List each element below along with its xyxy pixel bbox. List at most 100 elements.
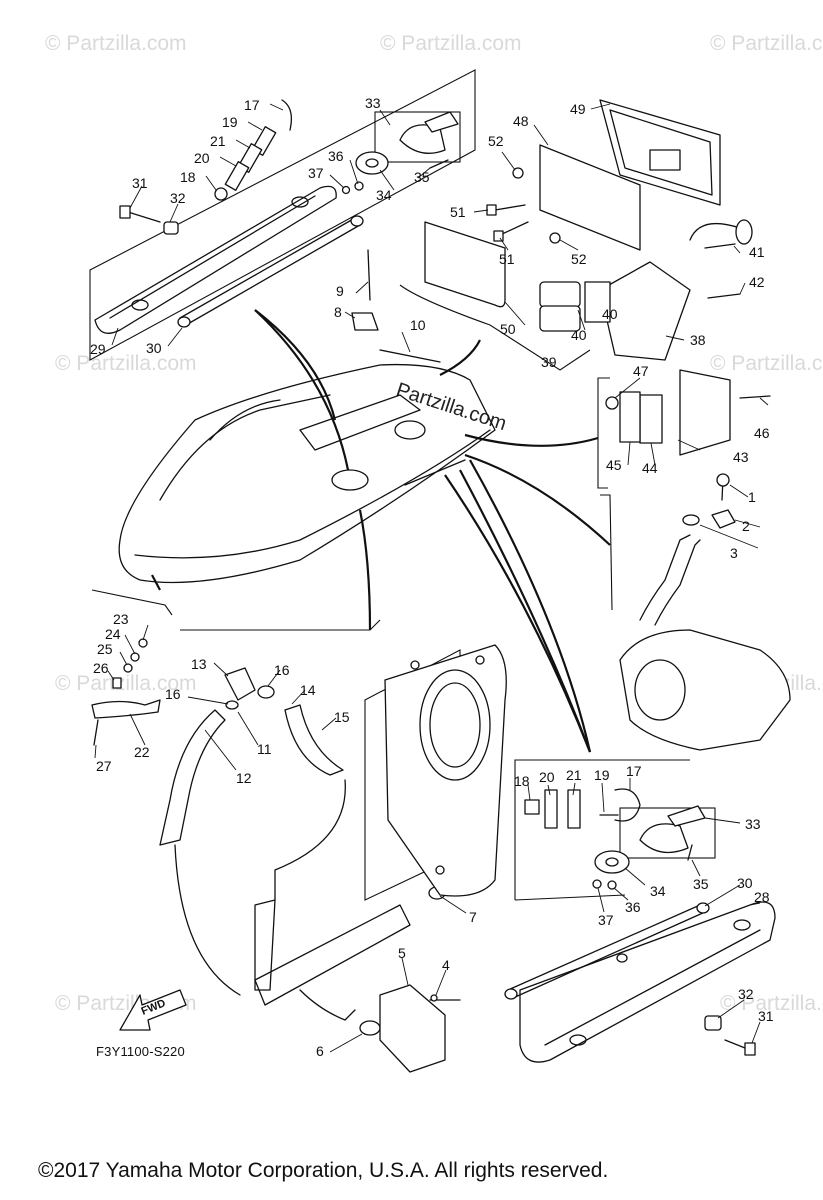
- rail-detail: [544, 929, 761, 1046]
- leader: [729, 484, 749, 498]
- callout-49: 49: [570, 101, 586, 117]
- leader: [704, 817, 741, 824]
- watermark: © Partzilla.com: [710, 32, 823, 55]
- callout-31: 31: [132, 175, 148, 191]
- callout-19: 19: [222, 114, 238, 130]
- leader: [291, 689, 306, 705]
- leader: [213, 662, 229, 677]
- callout-2: 2: [742, 518, 750, 534]
- leader: [650, 442, 656, 466]
- sensor-tip: [430, 994, 438, 1002]
- leader: [379, 109, 391, 126]
- plate: [544, 789, 558, 829]
- callout-47: 47: [633, 363, 649, 379]
- rod-collar: [616, 953, 628, 963]
- watercraft-hull: [118, 363, 496, 584]
- arrow: [459, 469, 592, 753]
- callout-8: 8: [334, 304, 342, 320]
- callout-35: 35: [693, 876, 709, 892]
- callout-6: 6: [316, 1043, 324, 1059]
- callout-7: 7: [469, 909, 477, 925]
- callout-12: 12: [236, 770, 252, 786]
- housing-hole: [475, 655, 485, 665]
- washer: [123, 663, 133, 673]
- callout-48: 48: [513, 113, 529, 129]
- arrow: [439, 339, 481, 376]
- cleat-lever: [424, 111, 459, 133]
- leader: [379, 169, 395, 191]
- pump-inlet: [634, 659, 686, 721]
- callout-10: 10: [410, 317, 426, 333]
- clamp: [257, 685, 275, 699]
- callout-40: 40: [571, 327, 587, 343]
- leader: [169, 203, 179, 223]
- leader: [613, 887, 629, 901]
- callout-24: 24: [105, 626, 121, 642]
- leader: [665, 335, 685, 341]
- leader: [759, 397, 769, 406]
- screw-head: [512, 167, 524, 179]
- rail-hole: [569, 1034, 587, 1046]
- callout-33: 33: [745, 816, 761, 832]
- callout-3: 3: [730, 545, 738, 561]
- pipe: [689, 222, 741, 241]
- hose: [254, 904, 411, 1006]
- leader: [749, 902, 761, 906]
- leader: [204, 729, 237, 771]
- plate: [619, 391, 641, 443]
- hose-route: [174, 844, 241, 996]
- leader: [739, 282, 746, 295]
- leader: [247, 121, 263, 131]
- elbow-fitting: [224, 667, 256, 701]
- pump-hose: [639, 534, 691, 621]
- leader: [94, 744, 97, 759]
- leader: [601, 782, 605, 813]
- callout-30: 30: [737, 875, 753, 891]
- screw-head: [549, 232, 561, 244]
- watermark: © Partzilla.com: [710, 352, 823, 375]
- arrow: [254, 309, 350, 471]
- bracket: [599, 261, 691, 361]
- callout-33: 33: [365, 95, 381, 111]
- callout-51: 51: [499, 251, 515, 267]
- grab-rail-assembly-bottom: [504, 759, 776, 1063]
- screw: [687, 844, 693, 861]
- callout-17: 17: [244, 97, 260, 113]
- grab-rail-assembly-top: [89, 69, 476, 361]
- rear-bracket-assembly: [597, 369, 771, 489]
- callout-21: 21: [210, 133, 226, 149]
- inset-frame: [374, 111, 461, 163]
- cleat-base-hole: [605, 857, 619, 867]
- hose: [254, 899, 276, 991]
- rail-hole: [733, 919, 751, 931]
- screw: [93, 719, 99, 746]
- group-frame: [91, 589, 173, 616]
- hull-outline: [118, 363, 496, 584]
- rod-end: [504, 988, 518, 1000]
- seat: [299, 394, 421, 451]
- washer: [130, 652, 140, 662]
- callout-38: 38: [690, 332, 706, 348]
- callout-30: 30: [146, 340, 162, 356]
- callout-23: 23: [113, 611, 129, 627]
- leader: [717, 999, 745, 1019]
- copyright-notice: ©2017 Yamaha Motor Corporation, U.S.A. A…: [38, 1159, 609, 1182]
- leader: [504, 301, 526, 326]
- bolt: [739, 395, 771, 399]
- group-frame: [514, 894, 626, 901]
- callout-39: 39: [541, 354, 557, 370]
- leader: [677, 439, 701, 451]
- bolt: [704, 243, 736, 249]
- watermark: © Partzilla.com: [380, 32, 522, 55]
- rail-hole: [291, 196, 309, 208]
- callout-21: 21: [566, 767, 582, 783]
- leader: [473, 209, 489, 213]
- clamp: [359, 1020, 381, 1036]
- bolt-head: [493, 230, 504, 242]
- watermark: © Partzilla.com: [55, 672, 197, 695]
- group-frame: [600, 494, 613, 611]
- leader: [235, 139, 251, 149]
- leader: [691, 859, 701, 877]
- module-box: [379, 984, 446, 1073]
- leader: [547, 784, 551, 796]
